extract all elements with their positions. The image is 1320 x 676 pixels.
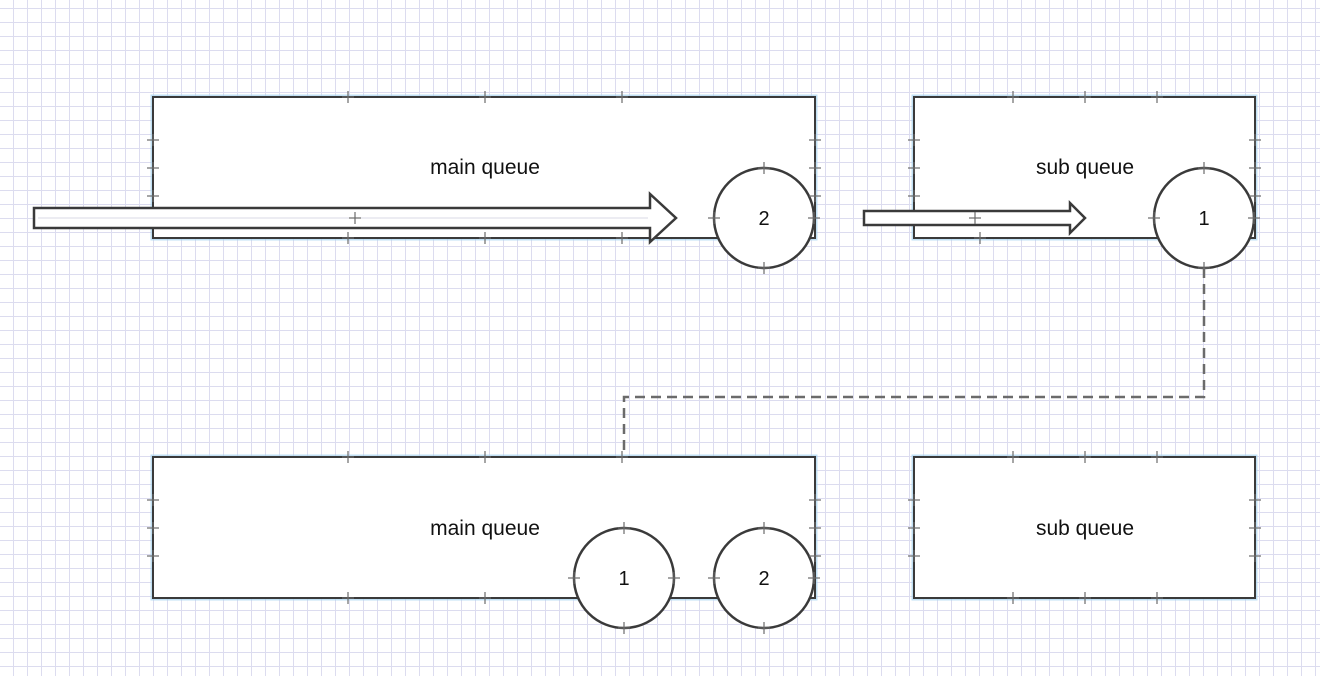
- bottom-sub-queue-label: sub queue: [1036, 517, 1134, 540]
- connection-point-markers: [147, 91, 1261, 634]
- queue-item-circle[interactable]: 1: [572, 526, 676, 630]
- bottom-main-queue-label: main queue: [430, 517, 540, 540]
- queue-item-circle[interactable]: 2: [712, 526, 816, 630]
- queue-item-label: 2: [758, 568, 769, 590]
- top-main-queue-label: main queue: [430, 156, 540, 179]
- bottom-main-queue[interactable]: main queue: [150, 454, 818, 601]
- queue-item-label: 1: [618, 568, 629, 590]
- top-sub-queue-label: sub queue: [1036, 156, 1134, 179]
- queue-item-circle[interactable]: 1: [1152, 166, 1256, 270]
- queue-item-circle[interactable]: 2: [712, 166, 816, 270]
- queue-item-label: 1: [1198, 208, 1209, 230]
- bottom-sub-queue[interactable]: sub queue: [911, 454, 1258, 601]
- queue-item-label: 2: [758, 208, 769, 230]
- bottom-sub-queue-box[interactable]: [913, 456, 1256, 599]
- dashed-connector[interactable]: [622, 268, 1206, 500]
